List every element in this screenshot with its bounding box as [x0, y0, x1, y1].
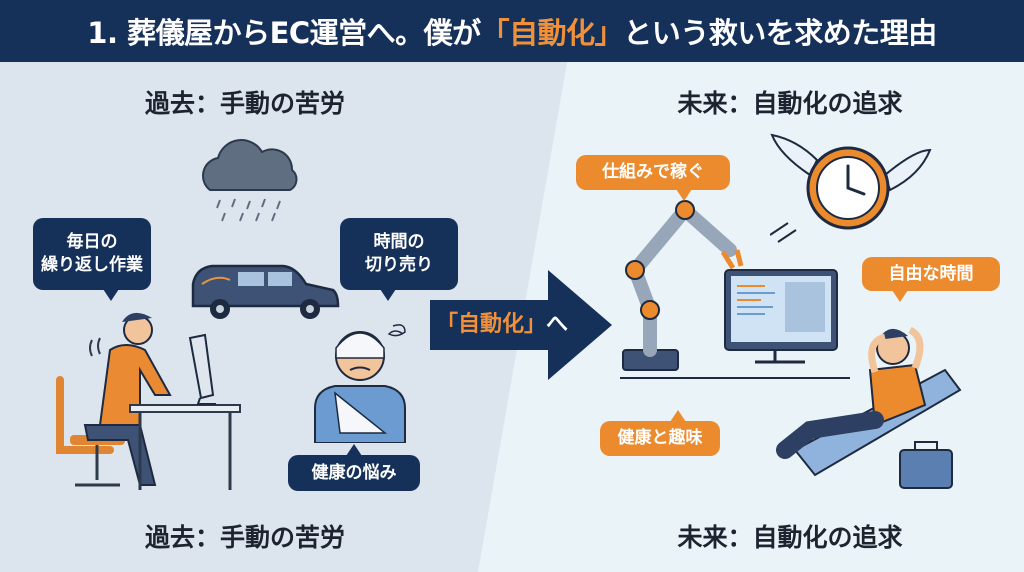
title-suffix: という救いを求めた理由	[623, 16, 937, 50]
injured-man-illustration	[314, 324, 406, 443]
title-bar: 1. 葬儀屋からEC運営へ。僕が「自動化」という救いを求めた理由	[0, 0, 1024, 62]
bubble-health-worries: 健康の悩み	[288, 444, 420, 491]
automation-arrow	[430, 270, 612, 380]
bubble-health-and-hobbies: 健康と趣味	[600, 410, 720, 456]
relaxing-man-illustration	[776, 326, 962, 489]
bubble-line: 時間の	[373, 232, 425, 253]
bubble-selling-time: 時間の 切り売り	[340, 218, 458, 301]
bubble-line: 健康と趣味	[617, 428, 703, 449]
title-highlight: 「自動化」	[480, 16, 624, 50]
bubble-line: 毎日の	[66, 232, 118, 253]
title-prefix: 1. 葬儀屋からEC運営へ。僕が	[87, 16, 481, 50]
past-heading-bottom: 過去：手動の苦労	[144, 523, 345, 552]
bubble-line: 繰り返し作業	[41, 255, 143, 275]
arrow-label-suffix: へ	[546, 312, 569, 337]
past-heading-top: 過去：手動の苦労	[144, 89, 345, 118]
bubble-daily-repetitive-work: 毎日の 繰り返し作業	[33, 218, 151, 301]
overworked-man-illustration	[56, 312, 241, 490]
bubble-earn-by-system: 仕組みで稼ぐ	[576, 155, 730, 201]
arrow-label: 「自動化」へ	[436, 306, 568, 338]
robot-arm-and-computer-illustration	[620, 199, 850, 379]
rain-cloud-icon	[202, 139, 298, 222]
bubble-free-time: 自由な時間	[862, 257, 1000, 302]
bubble-line: 自由な時間	[888, 263, 974, 284]
winged-clock-icon	[770, 133, 932, 243]
hearse-car-icon	[191, 264, 340, 319]
bubble-line: 健康の悩み	[311, 462, 397, 483]
arrow-label-main: 「自動化」	[436, 312, 547, 337]
future-heading-top: 未来：自動化の追求	[677, 89, 903, 118]
bubble-line: 仕組みで稼ぐ	[602, 162, 704, 183]
bubble-line: 切り売り	[365, 255, 433, 275]
future-heading-bottom: 未来：自動化の追求	[677, 523, 903, 552]
